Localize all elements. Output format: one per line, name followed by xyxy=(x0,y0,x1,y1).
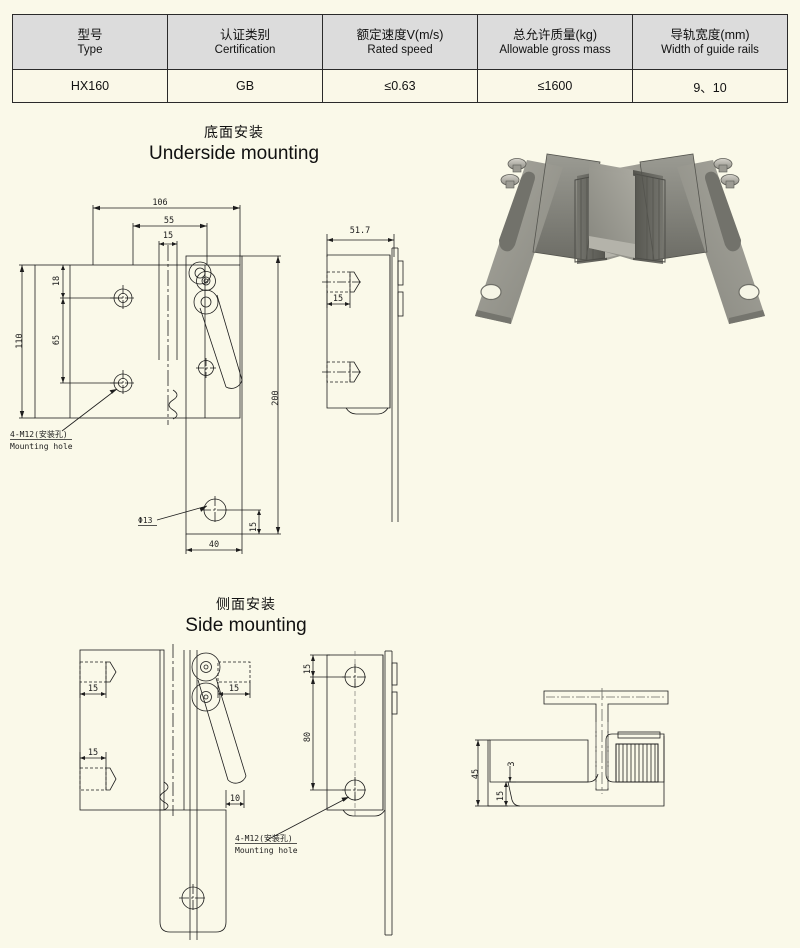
table-header-row: 型号 Type 认证类别 Certification 额定速度V(m/s) Ra… xyxy=(12,14,788,70)
column-header-rated-speed-cn: 额定速度V(m/s) xyxy=(356,27,444,42)
drawing-rail-cross-section: 45 3 15 xyxy=(468,678,708,828)
table-row: HX160 GB ≤0.63 ≤1600 9、10 xyxy=(12,69,788,103)
dim-profile-depth: 51.7 xyxy=(350,226,370,236)
section-title-side-cn: 侧面安装 xyxy=(216,596,276,612)
dim-rail-shoe-thickness: 3 xyxy=(507,761,517,766)
cell-gross-mass: ≤1600 xyxy=(477,69,633,103)
dim-underside-top-offset: 18 xyxy=(52,276,62,286)
section-title-underside: 底面安装 Underside mounting xyxy=(84,122,384,166)
callout-mounting-hole-en-upper: Mounting hole xyxy=(10,442,73,451)
column-header-rated-speed-en: Rated speed xyxy=(367,43,433,56)
dim-underside-width-slot: 15 xyxy=(163,231,173,241)
dim-underside-hole-spacing: 65 xyxy=(52,335,62,345)
section-title-underside-en: Underside mounting xyxy=(148,143,320,164)
callout-mounting-hole-cn-lower: 4-M12(安装孔) xyxy=(235,833,293,843)
specification-table: 型号 Type 认证类别 Certification 额定速度V(m/s) Ra… xyxy=(12,14,788,103)
dim-side-bolt-top-left: 15 xyxy=(88,684,98,694)
dim-side-profile-top-offset: 15 xyxy=(303,664,313,674)
section-title-underside-cn: 底面安装 xyxy=(204,124,264,140)
drawing-side-profile-view: 15 80 4-M12(安装孔) Mounting hole xyxy=(235,645,425,945)
column-header-gross-mass: 总允许质量(kg) Allowable gross mass xyxy=(477,14,633,70)
cell-rail-width: 9、10 xyxy=(632,69,788,103)
column-header-certification-cn: 认证类别 xyxy=(219,27,270,42)
dim-plate-width: 40 xyxy=(209,540,219,550)
column-header-certification: 认证类别 Certification xyxy=(167,14,323,70)
dim-plate-bottom-offset: 15 xyxy=(249,522,259,532)
column-header-gross-mass-cn: 总允许质量(kg) xyxy=(512,27,598,42)
column-header-type-cn: 型号 xyxy=(77,27,103,42)
column-header-rail-width: 导轨宽度(mm) Width of guide rails xyxy=(632,14,788,70)
drawing-underside-profile-view: 51.7 15 xyxy=(312,222,442,532)
drawing-underside-side-plate: 200 15 40 Φ13 xyxy=(138,232,310,562)
cell-certification: GB xyxy=(167,69,323,103)
column-header-rated-speed: 额定速度V(m/s) Rated speed xyxy=(322,14,478,70)
product-photo xyxy=(455,132,785,332)
column-header-type: 型号 Type xyxy=(12,14,168,70)
callout-mounting-hole-cn-upper: 4-M12(安装孔) xyxy=(10,429,68,439)
dim-side-profile-hole-spacing: 80 xyxy=(303,732,313,742)
column-header-type-en: Type xyxy=(77,43,103,56)
cell-rated-speed: ≤0.63 xyxy=(322,69,478,103)
column-header-rail-width-en: Width of guide rails xyxy=(661,43,759,56)
dim-profile-hole-offset: 15 xyxy=(333,294,343,304)
section-title-side: 侧面安装 Side mounting xyxy=(96,594,396,638)
dim-underside-width-overall: 106 xyxy=(152,198,167,208)
column-header-gross-mass-en: Allowable gross mass xyxy=(499,43,611,56)
dim-rail-height: 45 xyxy=(471,769,481,779)
dim-side-bolt-bottom-left: 15 xyxy=(88,748,98,758)
column-header-certification-en: Certification xyxy=(214,43,276,56)
dim-side-bolt-right: 15 xyxy=(229,684,239,694)
dim-side-arm-end: 10 xyxy=(230,794,240,804)
cell-type: HX160 xyxy=(12,69,168,103)
drawing-side-front-view: 15 15 15 10 xyxy=(60,640,270,940)
callout-diameter-13: Φ13 xyxy=(138,516,153,525)
dim-rail-lower-offset: 15 xyxy=(496,791,506,801)
callout-mounting-hole-en-lower: Mounting hole xyxy=(235,846,298,855)
section-title-side-en: Side mounting xyxy=(185,615,307,636)
dim-underside-width-mid: 55 xyxy=(164,216,174,226)
dim-plate-height: 200 xyxy=(271,390,281,405)
dim-underside-height-overall: 110 xyxy=(15,333,25,348)
column-header-rail-width-cn: 导轨宽度(mm) xyxy=(670,27,750,42)
